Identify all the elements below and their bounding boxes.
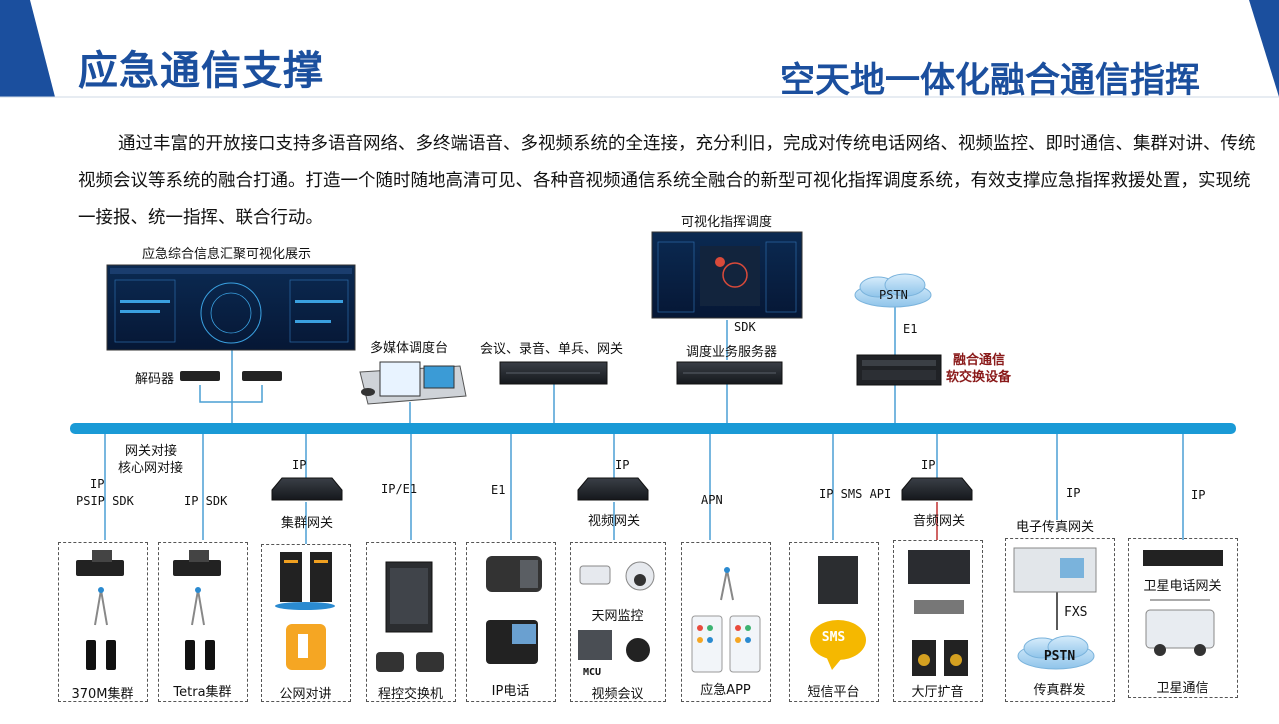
network-bus [70,423,1236,434]
box-fax-label: 传真群发 [1033,683,1086,698]
poc-server-icon [275,552,335,670]
box-satellite-label: 卫星通信 [1156,681,1209,696]
vis-dispatch-title: 可视化指挥调度 [681,215,773,230]
box-ipphone-label: IP电话 [491,684,530,699]
box-fax: FXS PSTN 传真群发 [1005,538,1115,702]
video-gateway-label: 视频网关 [588,514,641,529]
sat-gateway-label: 卫星电话网关 [1143,579,1222,594]
ip-label-a: IP [90,477,105,491]
console-label: 多媒体调度台 [370,341,449,356]
page-title: 应急通信支撑 [78,48,324,94]
box-tetra-label: Tetra集群 [173,685,232,700]
bottom-connections [104,434,1184,630]
box-video: 天网监控 MCU 视频会议 [570,542,666,702]
ip-label-d: IP [921,458,936,472]
gateway-label-1: 网关对接 [125,444,178,459]
satellite-equipment [1143,550,1223,656]
app-icons [691,567,761,673]
gateway-devices [271,477,973,501]
box-app-label: 应急APP [700,683,751,698]
header-decoration [0,0,1279,98]
box-app: 应急APP [681,542,771,702]
dispatch-server [676,361,783,385]
console-device [359,361,467,405]
psip-sdk-label: PSIP SDK [76,494,134,508]
ip-label-f: IP [1191,488,1206,502]
monitor-display [106,264,356,351]
sms-icons [810,556,866,670]
box-tetra: Tetra集群 [158,542,248,702]
ip-e1-label: IP/E1 [381,482,418,496]
softswitch-label-2: 软交换设备 [946,370,1012,385]
trunk-gateway-label: 集群网关 [281,516,334,531]
pstn-label: PSTN [879,288,908,302]
apn-label: APN [701,493,723,507]
sky-monitor-label: 天网监控 [591,609,644,624]
e1-label-top: E1 [903,322,918,336]
radio-equipment-tetra [173,550,221,670]
ip-label-e: IP [1066,486,1081,500]
ip-label-b: IP [292,458,307,472]
audio-mixer-icon [908,550,970,676]
box-poc: 公网对讲 [261,544,351,702]
top-connections [199,305,896,428]
page-subtitle: 空天地一体化融合通信指挥 [780,61,1201,101]
ip-label-c: IP [615,458,630,472]
box-video-label: 视频会议 [591,687,644,702]
audio-gateway-label: 音频网关 [913,514,966,529]
box-370m: 370M集群 [58,542,148,702]
dispatch-server-label: 调度业务服务器 [686,345,778,360]
gateway-label-2: 核心网对接 [118,461,184,476]
box-hall: 大厅扩音 [893,540,983,702]
ip-phone-icon [486,556,542,664]
fxs-label: FXS [1064,605,1088,620]
camera-icons [578,561,655,662]
pstn-cloud [854,273,932,308]
display-title: 应急综合信息汇聚可视化展示 [142,247,312,262]
fax-gateway-label: 电子传真网关 [1016,520,1095,535]
box-satellite: 卫星电话网关 卫星通信 [1128,538,1238,698]
softswitch-device [856,354,942,386]
sdk-label: SDK [734,320,756,334]
decoder-label: 解码器 [135,372,175,387]
mcu-label: MCU [583,667,602,678]
box-hall-label: 大厅扩音 [911,685,964,700]
box-poc-label: 公网对讲 [279,687,332,702]
dispatch-screen [651,231,803,319]
box-sms-label: 短信平台 [807,685,860,700]
box-ipphone: IP电话 [466,542,556,702]
radio-equipment-370m [76,550,124,670]
sms-badge: SMS [821,630,846,645]
fax-gateway-icon [1013,547,1097,670]
box-pbx-label: 程控交换机 [377,687,443,702]
intro-paragraph: 通过丰富的开放接口支持多语音网络、多终端语音、多视频系统的全连接，充分利旧，完成… [78,134,1256,228]
pstn-label-bottom: PSTN [1043,649,1076,664]
sms-api-label: IP SMS API [819,487,892,501]
ip-sdk-label: IP SDK [184,494,228,508]
box-sms: SMS 短信平台 [789,542,879,702]
meeting-server-label: 会议、录音、单兵、网关 [480,342,624,357]
e1-label-bottom: E1 [491,483,506,497]
box-370m-label: 370M集群 [71,687,134,702]
softswitch-label-1: 融合通信 [953,353,1006,368]
decoder-devices [180,371,282,381]
meeting-server [499,361,608,385]
box-pbx: 程控交换机 [366,542,456,702]
pbx-cabinet-icon [376,561,444,672]
